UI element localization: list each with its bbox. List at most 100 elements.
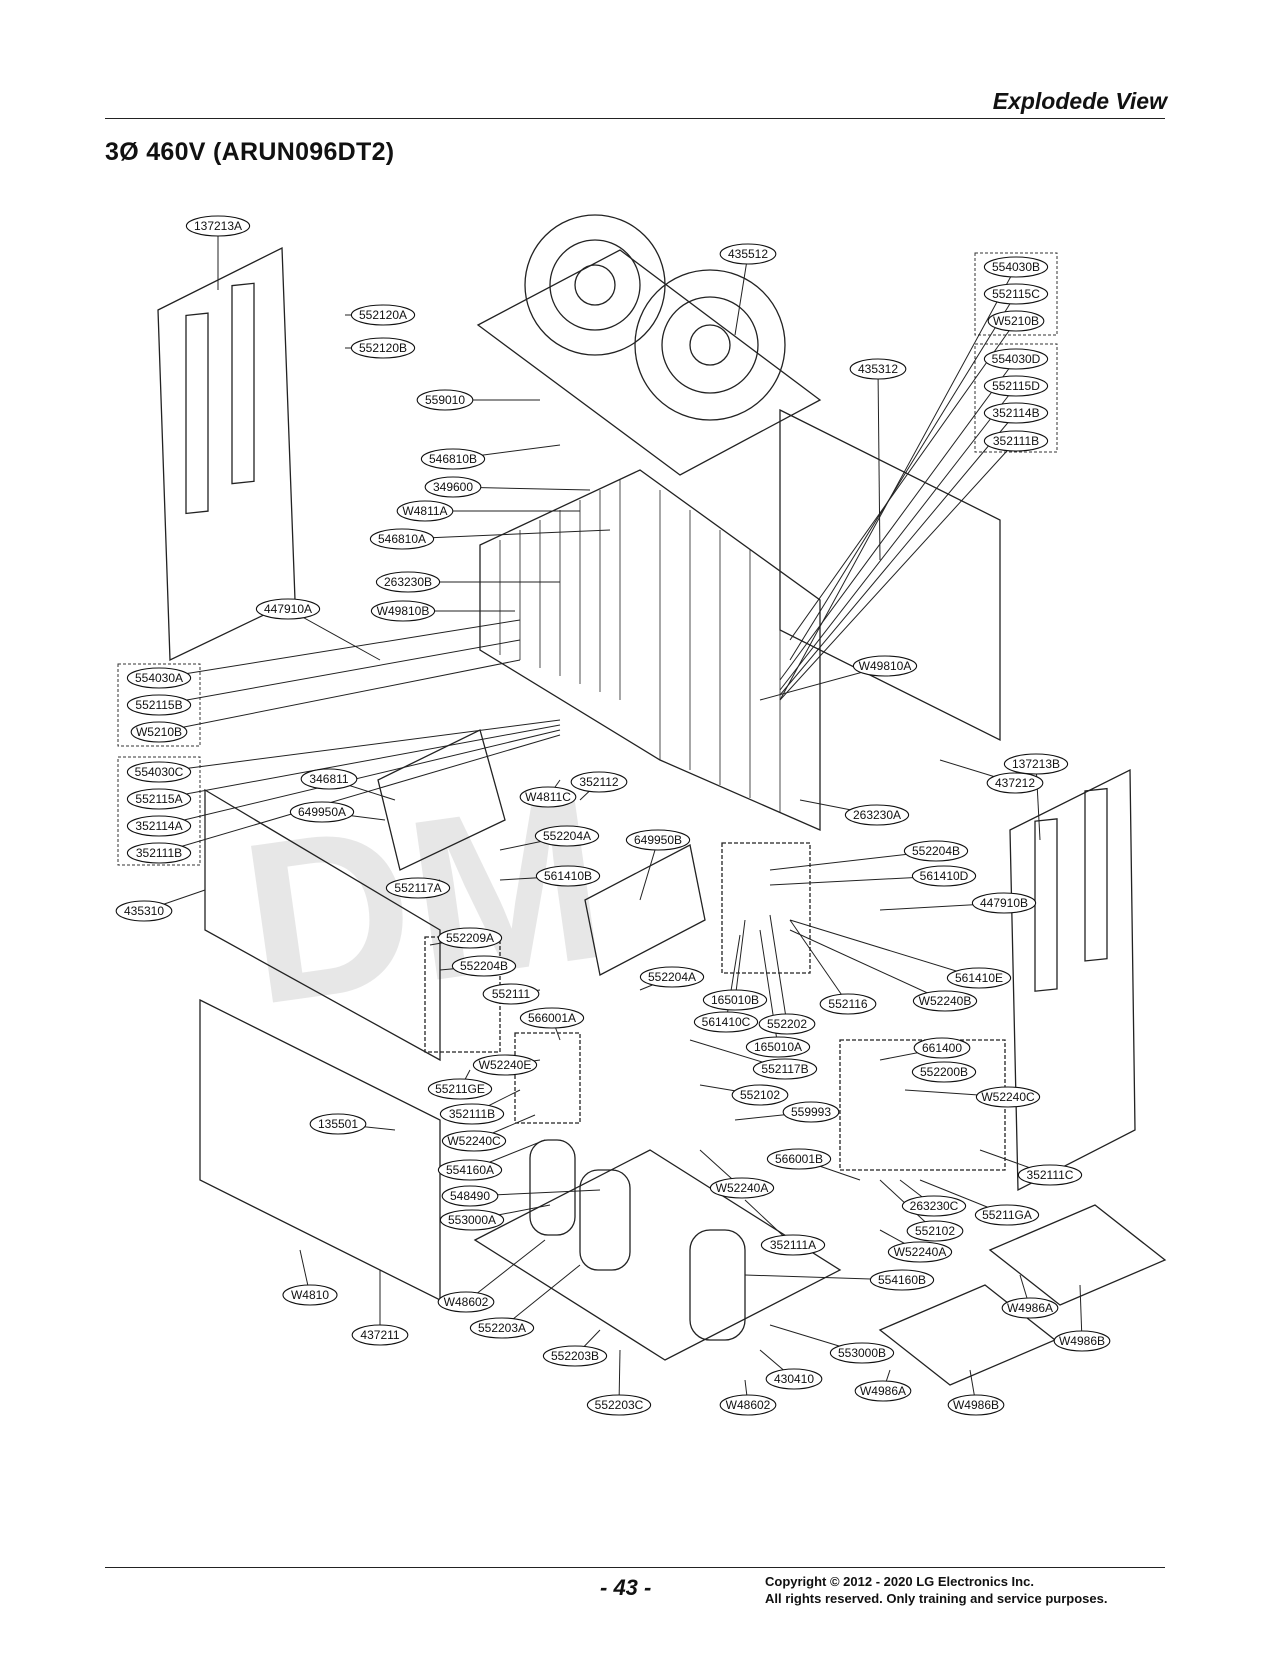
rear-grille [779,408,1001,742]
part-label: 554160A [446,1163,494,1177]
part-label: 661400 [922,1041,962,1055]
part-label-bubble [869,1269,935,1291]
part-label: W52240A [894,1245,947,1259]
fan-guard-2 [634,269,786,421]
base-pan [473,1149,842,1361]
part-label-bubble [309,1113,367,1135]
part-label: 552111 [492,987,531,1001]
part-label-bubble [424,476,482,498]
part-label-bubble [126,815,192,837]
copyright-line-1: Copyright © 2012 - 2020 LG Electronics I… [765,1574,1034,1589]
part-label: 554030D [992,352,1041,366]
part-label-bubble [702,989,768,1011]
part-label: 548490 [450,1189,490,1203]
part-label: 552203B [551,1349,599,1363]
leader-line [158,724,561,800]
leader-line [769,914,788,1025]
panel-slot [231,282,255,485]
part-label: W4986A [860,1384,906,1398]
leader-line [779,385,1017,691]
part-label: W4811C [525,790,571,804]
part-label-bubble [913,1037,971,1059]
leader-line [158,619,521,679]
leader-line [734,919,746,1001]
leader-line [789,293,1017,661]
part-label: 546810A [378,532,426,546]
part-label-bubble [758,1013,816,1035]
control-board [584,844,706,976]
part-label-bubble [126,694,192,716]
part-label: 552204B [912,844,960,858]
part-label: 552115A [135,792,182,806]
part-label-bubble [719,1394,777,1416]
part-label: 352111B [993,434,1039,448]
part-label: 435312 [858,362,898,376]
leader-line [158,729,561,827]
part-label: W4986B [953,1398,999,1412]
part-label-bubble [441,1130,507,1152]
part-label: 55211GE [435,1082,485,1096]
part-label-bubble [370,600,436,622]
part-label: 552203C [595,1398,644,1412]
group-box-1 [974,252,1058,336]
part-label-bubble [983,375,1049,397]
part-label: 552120B [359,341,407,355]
part-label-bubble [482,983,540,1005]
part-label-bubble [126,761,192,783]
part-label: 435512 [728,247,768,261]
part-label-bubble [350,337,416,359]
part-label: 559993 [791,1105,831,1119]
part-label: 352111B [136,846,182,860]
part-label-bubble [416,389,474,411]
part-label: W52240A [716,1181,769,1195]
part-label: 352114B [992,406,1039,420]
part-label: 552204A [648,970,696,984]
part-label-bubble [437,1159,503,1181]
part-label-bubble [282,1284,338,1306]
part-label: 352112 [579,775,618,789]
part-label: 552115D [992,379,1040,393]
right-side-panel [1009,768,1136,1192]
part-label-bubble [1003,753,1069,775]
part-label-bubble [854,1380,912,1402]
part-label: W4986A [1007,1301,1053,1315]
leader-line [877,368,881,561]
part-label-bubble [752,1058,818,1080]
part-label-bubble [519,786,577,808]
part-label: 554030B [992,260,1040,274]
part-label: 559010 [425,393,465,407]
part-label-bubble [971,892,1037,914]
part-label-bubble [852,655,918,677]
part-label-bubble [983,348,1049,370]
part-label-bubble [255,598,321,620]
part-label-bubble [126,788,192,810]
part-label-bubble [439,1103,505,1125]
part-label-bubble [760,1234,826,1256]
part-label: 349600 [433,480,473,494]
part-label-bubble [849,358,907,380]
part-label: 552120A [359,308,407,322]
part-label-bubble [570,771,628,793]
fan-guard-1 [524,214,666,356]
part-label-bubble [765,1368,823,1390]
part-label: 552116 [828,997,867,1011]
group-box-3 [117,663,201,747]
part-label: 552202 [767,1017,807,1031]
part-label: 552204B [460,959,508,973]
part-label: 263230A [853,808,901,822]
part-label-bubble [987,310,1045,332]
part-label-bubble [983,402,1049,424]
part-label-bubble [300,768,358,790]
group-box-2 [974,343,1058,453]
part-label-bubble [451,955,517,977]
part-label-bubble [709,1177,775,1199]
part-label-bubble [185,215,251,237]
group-box-4 [117,756,201,866]
panel-slot [1084,787,1108,962]
leader-line [501,1264,581,1329]
part-label: 55211GA [982,1208,1032,1222]
part-label: 553000B [838,1346,886,1360]
part-label: W52240C [447,1134,501,1148]
part-label-bubble [437,1291,495,1313]
part-label: 552102 [740,1088,780,1102]
